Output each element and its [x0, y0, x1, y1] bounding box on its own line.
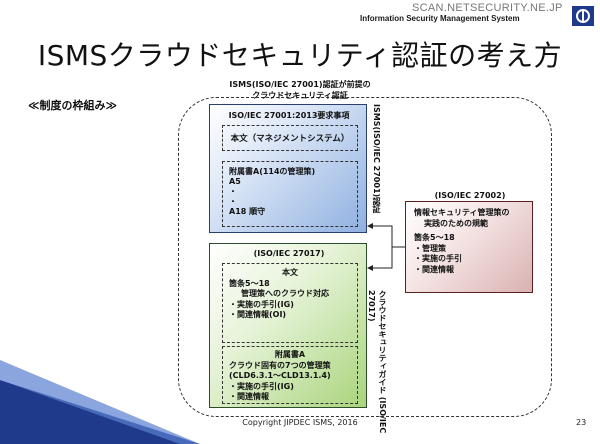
iso-27017-main-text: 本文 箇条5～18 管理策へのクラウド対応 ・実施の手引(IG) ・関連情報(O… — [222, 263, 358, 343]
iso-27002-box: (ISO/IEC 27002) 情報セキュリティ管理策の 実践のための規範 箇条… — [405, 191, 533, 293]
cloud-security-guide-vertical-label: クラウドセキュリティガイド (ISO/IEC 27017) — [367, 290, 387, 434]
isms-certification-vertical-label: ISMS(ISO/IEC 27001)認証 — [372, 104, 381, 214]
section-label: ≪制度の枠組み≫ — [28, 99, 118, 112]
iso-27002-title: (ISO/IEC 27002) — [434, 191, 506, 200]
jipdec-logo-icon — [572, 6, 594, 26]
header-system-name: Information Security Management System — [360, 14, 520, 23]
iso-27001-annex: 附属書A(114の管理策) A5 ・ ・ A18 順守 — [222, 161, 358, 227]
iso-27017-annex: 附属書A クラウド固有の7つの管理策 (CLD6.3.1～CLD13.1.4) … — [222, 346, 358, 404]
page-number: 23 — [576, 418, 587, 427]
iso-27001-box: ISO/IEC 27001:2013要求事項 本文（マネジメントシステム） 附属… — [209, 104, 367, 233]
watermark: SCAN.NETSECURITY.NE.JP — [412, 2, 563, 14]
decorative-swoosh — [0, 360, 200, 444]
iso-27002-body: 情報セキュリティ管理策の 実践のための規範 箇条5～18 ・管理策 ・実施の手引… — [414, 208, 510, 274]
isms-prerequisite-note: ISMS(ISO/IEC 27001)認証が前提の クラウドセキュリティ認証 — [229, 80, 371, 100]
iso-27017-title: (ISO/IEC 27017) — [253, 249, 325, 258]
copyright-footer: Copyright JIPDEC ISMS, 2016 — [242, 418, 358, 427]
iso-27001-title: ISO/IEC 27001:2013要求事項 — [228, 111, 350, 120]
framework-boundary — [178, 97, 552, 417]
iso-27001-main-text: 本文（マネジメントシステム） — [222, 125, 358, 151]
iso-27017-box: (ISO/IEC 27017) 本文 箇条5～18 管理策へのクラウド対応 ・実… — [209, 243, 367, 408]
slide-title: ISMSクラウドセキュリティ認証の考え方 — [37, 39, 563, 72]
